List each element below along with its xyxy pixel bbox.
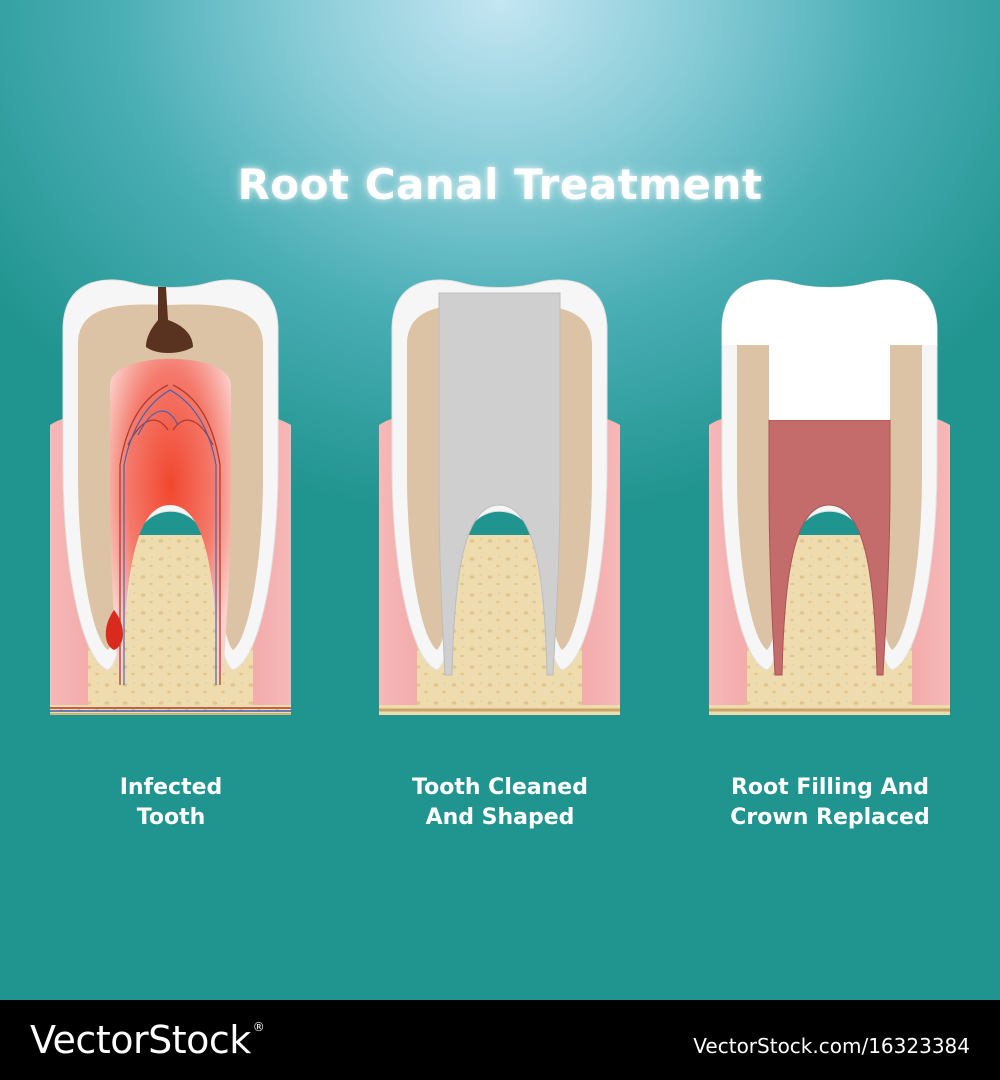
illustration-background: Root Canal Treatment [0, 0, 1000, 1000]
brand-logo: VectorStock® [30, 1018, 265, 1062]
stage-caption-cleaned-shaped: Tooth Cleaned And Shaped [350, 773, 650, 833]
stage-caption-infected-tooth: Infected Tooth [21, 773, 321, 833]
brand-name: VectorStock [30, 1018, 251, 1062]
watermark-footer: VectorStock® VectorStock.com/16323384 [0, 1000, 1000, 1080]
filled-crowned-tooth-illustration [707, 265, 952, 725]
infected-tooth-illustration [48, 265, 293, 725]
caption-line-1: Infected [119, 775, 223, 800]
caption-line-1: Root Filling And [730, 775, 930, 800]
registered-mark: ® [252, 1020, 265, 1034]
image-reference: VectorStock.com/16323384 [693, 1034, 970, 1058]
caption-line-2: Tooth [136, 805, 206, 830]
caption-line-2: And Shaped [425, 805, 575, 830]
caption-line-1: Tooth Cleaned [412, 775, 588, 800]
diagram-title: Root Canal Treatment [237, 160, 763, 209]
caption-line-2: Crown Replaced [730, 805, 930, 830]
cleaned-tooth-illustration [377, 265, 622, 725]
stage-caption-filling-crown: Root Filling And Crown Replaced [680, 773, 980, 833]
